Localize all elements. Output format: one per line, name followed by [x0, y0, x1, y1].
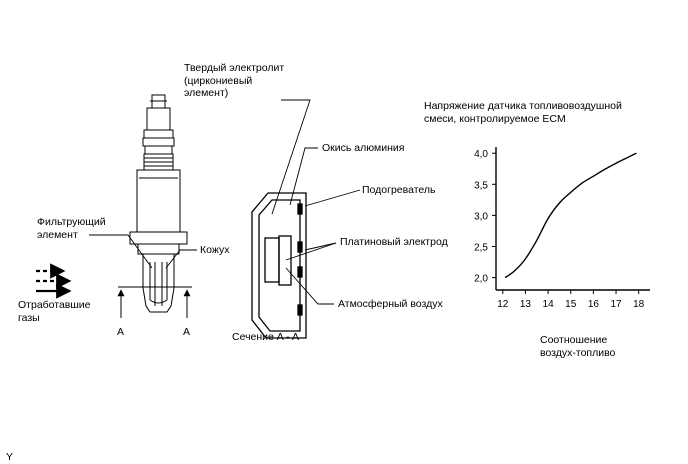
corner-mark: Y	[6, 451, 14, 463]
section-leaders	[271, 99, 361, 305]
label-exhaust-gases-line2: газы	[18, 311, 40, 324]
x-tick-label: 14	[543, 299, 555, 310]
chart-xlabel: Соотношение воздух-топливо	[540, 334, 615, 359]
label-solid-electrolyte: Твердый электролит (циркониевый элемент)	[184, 62, 284, 100]
label-solid-electrolyte-line3: элемент)	[184, 87, 229, 99]
chart-xlabel-line1: Соотношение	[540, 334, 608, 346]
x-tick-label: 15	[565, 299, 577, 310]
sensor-leaders	[89, 234, 197, 269]
label-solid-electrolyte-line1: Твердый электролит	[184, 62, 285, 74]
x-tick-label: 13	[520, 299, 532, 310]
label-filter-element-line2: элемент	[37, 228, 78, 241]
label-solid-electrolyte-line2: (циркониевый	[184, 74, 253, 87]
x-tick-label: 17	[610, 299, 622, 310]
exhaust-arrows	[36, 263, 72, 299]
label-cover: Кожух	[200, 244, 230, 256]
platinum-electrode-shape	[278, 235, 292, 286]
label-filter-element-line1: Фильтрующий	[37, 216, 106, 228]
x-tick-label: 16	[588, 299, 600, 310]
x-tick-label: 12	[497, 299, 509, 310]
sensor-rod	[146, 107, 171, 131]
y-tick-label: 3,5	[474, 180, 488, 191]
chart-title-line2: смеси, контролируемое ECM	[424, 112, 566, 125]
label-platinum-electrode: Платиновый электрод	[340, 236, 448, 248]
label-heater: Подогреватель	[362, 184, 436, 196]
sensor-body	[136, 169, 181, 233]
y-tick-label: 2,5	[474, 242, 488, 253]
chart-title-line1: Напряжение датчика топливовоздушной	[424, 100, 622, 112]
label-filter-element: Фильтрующий элемент	[37, 216, 106, 241]
x-tick-label: 18	[633, 299, 645, 310]
label-atmospheric-air: Атмосферный воздух	[338, 298, 443, 310]
chart-xlabel-line2: воздух-топливо	[540, 346, 616, 359]
y-tick-label: 2,0	[474, 274, 488, 285]
cross-section	[251, 192, 307, 339]
label-section-caption: Сечение A - A	[232, 331, 299, 343]
sensor-flange	[129, 231, 188, 245]
label-alumina: Окись алюминия	[322, 142, 405, 154]
chart-title: Напряжение датчика топливовоздушной смес…	[424, 100, 622, 125]
voltage-curve	[504, 152, 637, 279]
y-tick-label: 4,0	[474, 149, 488, 160]
heater-mark	[297, 203, 303, 215]
voltage-chart: 12 13 14 15 16 17 18 2,0 2,5 3,0 3,5 4,0	[474, 147, 650, 310]
label-exhaust-gases-line1: Отработавшие	[18, 299, 91, 311]
sensor-side-view	[117, 94, 192, 318]
section-inner	[258, 199, 301, 332]
y-tick-label: 3,0	[474, 211, 488, 222]
label-section-mark-left: A	[117, 326, 125, 338]
sensor-cover	[142, 254, 175, 313]
label-section-mark-right: A	[183, 326, 191, 338]
label-exhaust-gases: Отработавшие газы	[18, 299, 91, 324]
section-outer	[251, 192, 307, 339]
